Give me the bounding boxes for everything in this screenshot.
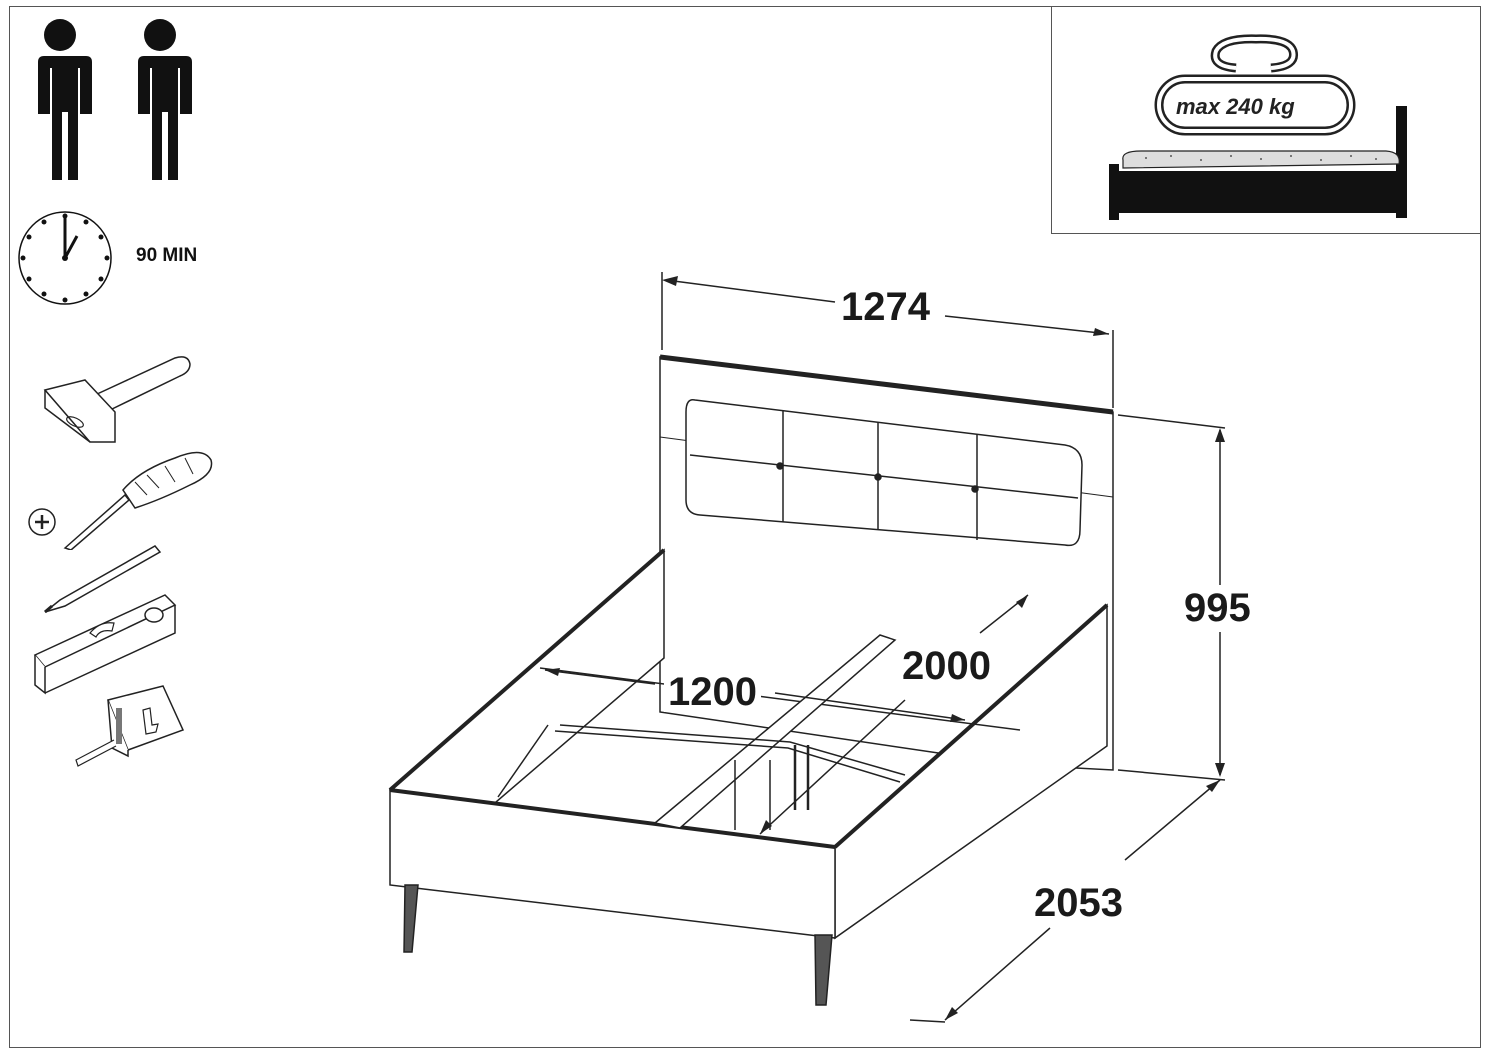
person-icon: [34, 19, 92, 180]
spirit-level-icon: [33, 594, 177, 695]
max-load-label: max 240 kg: [1176, 94, 1295, 119]
dimension-inner-width-label: 1200: [664, 672, 761, 712]
hammer-icon: [43, 356, 191, 443]
weight-icon: [1109, 34, 1407, 220]
tape-measure-icon: [75, 685, 185, 767]
phillips-screwdriver-icon: [28, 451, 213, 550]
person-icon: [134, 19, 192, 180]
dimension-width-label: 1274: [837, 287, 934, 327]
clock-icon: [18, 211, 112, 305]
dimension-height-label: 995: [1180, 588, 1255, 628]
dimension-inner-length-label: 2000: [898, 646, 995, 686]
dimension-length-label: 2053: [1030, 883, 1127, 923]
pencil-icon: [44, 545, 162, 614]
assembly-time-label: 90 MIN: [136, 245, 198, 266]
